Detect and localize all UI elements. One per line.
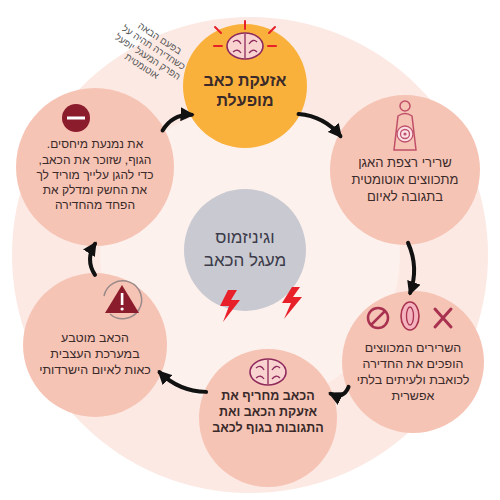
flow-arrow	[299, 114, 341, 136]
flow-arrow	[408, 243, 414, 293]
cycle-circle: הכאב מחריף את אזעקת הכאב ואת התגובות בגו…	[198, 348, 338, 488]
alarm-circle: אזעקת כאב מופעלת	[182, 23, 308, 149]
flow-arrow	[163, 115, 192, 131]
cycle-circle: את נמנעת מיחסים.הגוף, שזוכר את הכאב, כדי…	[15, 87, 175, 247]
node-text: וגיניזמוס מעגל הכאב	[195, 226, 295, 272]
circle-fill	[199, 349, 337, 487]
flow-arrow	[160, 372, 207, 392]
flow-arrow	[331, 387, 349, 396]
circle-fill	[16, 88, 174, 246]
flow-arrow	[90, 244, 95, 275]
node-text: את נמנעת מיחסים.	[30, 137, 160, 152]
node-text: השרירים המכווצים הופכים את החדירה לכואבת…	[354, 340, 472, 404]
node-text: שרירי רצפת האגן מתכווצים אוטומטית בתגובה…	[342, 154, 468, 205]
circle-fill	[23, 273, 167, 417]
circle-fill	[183, 24, 307, 148]
cycle-circle: השרירים המכווצים הופכים את החדירה לכואבת…	[341, 290, 485, 434]
background-ring	[12, 17, 488, 493]
circle-fill	[330, 95, 480, 245]
center-circle: וגיניזמוס מעגל הכאב	[183, 188, 307, 312]
circle-outline	[183, 188, 307, 312]
node-text: הכאב מחריף את אזעקת הכאב ואת התגובות בגו…	[210, 388, 326, 436]
node-text: אזעקת כאב מופעלת	[192, 71, 298, 111]
circle-fill	[342, 291, 484, 433]
cycle-circle: שרירי רצפת האגן מתכווצים אוטומטית בתגובה…	[329, 94, 481, 246]
circle-fill	[184, 189, 306, 311]
node-text: הכאב מוטבע במערכת העצבית כאות לאיום הישר…	[39, 330, 151, 378]
cycle-circle: הכאב מוטבע במערכת העצבית כאות לאיום הישר…	[22, 272, 168, 418]
node-text: הגוף, שזוכר את הכאב, כדי להגן עלייך מורי…	[33, 153, 157, 213]
